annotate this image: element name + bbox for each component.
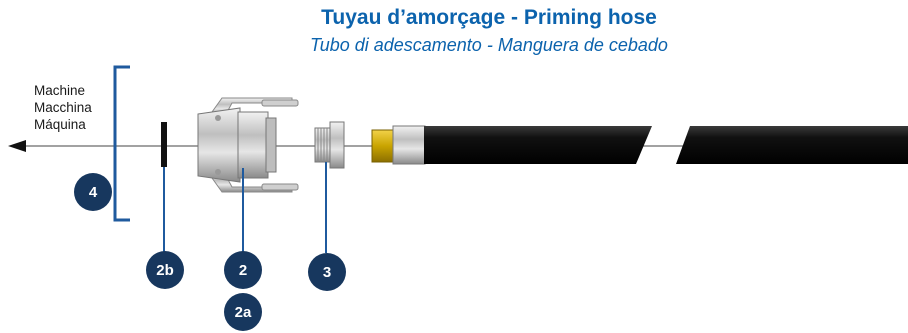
machine-direction-arrow (8, 140, 26, 152)
hose-segment-2 (676, 126, 908, 164)
diagram-title: Tuyau d’amorçage - Priming hose (321, 6, 657, 29)
gasket-2b (161, 122, 167, 167)
bracket-4 (113, 65, 130, 222)
badge-2b: 2b (146, 251, 184, 289)
brass-fitting (371, 129, 395, 163)
badge-4: 4 (74, 173, 112, 211)
machine-label: Machine Macchina Máquina (34, 82, 92, 133)
badge-2: 2 (224, 251, 262, 289)
diagram-subtitle: Tubo di adescamento - Manguera de cebado (310, 35, 668, 55)
hose-ferrule (392, 125, 426, 165)
badge-2a: 2a (224, 293, 262, 331)
camlock-coupling-2 (197, 97, 299, 193)
hose-segment-1 (424, 126, 652, 164)
machine-label-fr: Machine (34, 83, 86, 98)
machine-label-es: Máquina (34, 117, 86, 132)
machine-label-it: Macchina (34, 100, 92, 115)
badge-3: 3 (308, 253, 346, 291)
threaded-adapter-3 (314, 121, 345, 169)
